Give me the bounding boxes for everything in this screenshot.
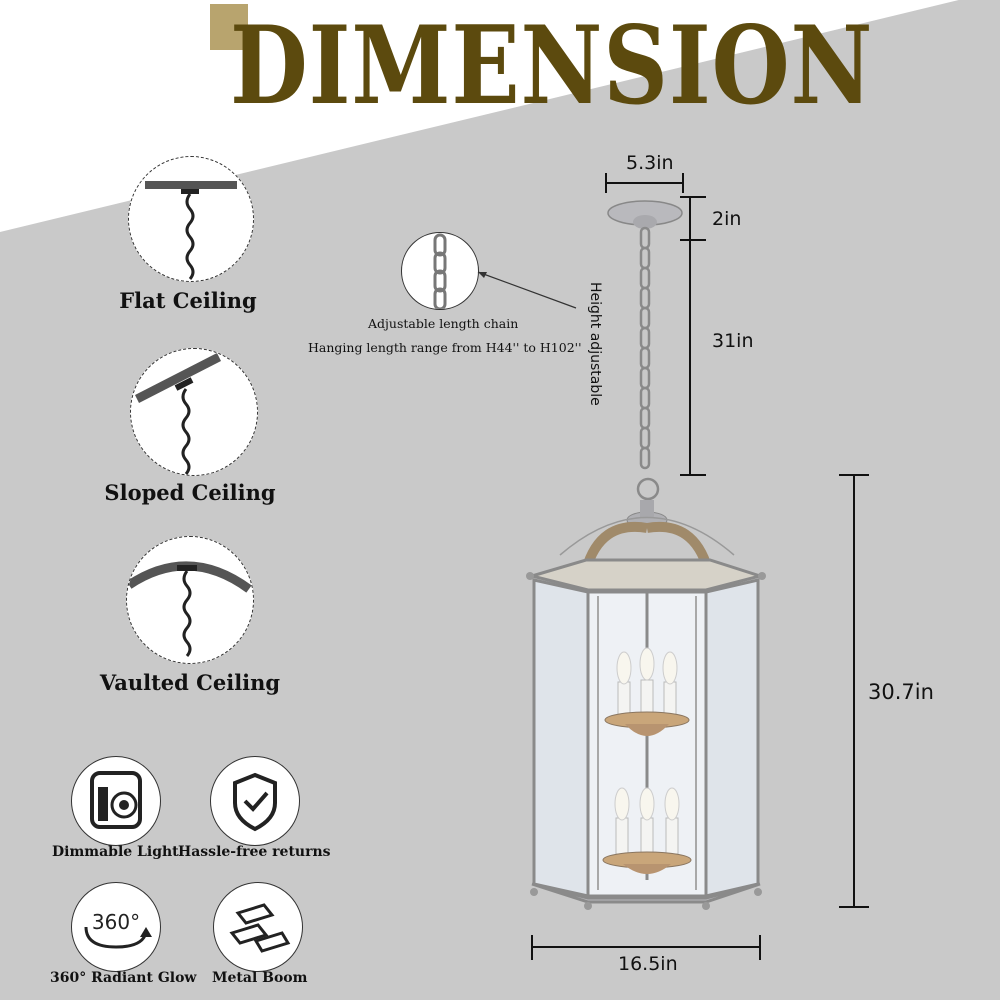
flat-ceiling-icon — [128, 156, 254, 282]
dimmable-light-label: Dimmable Light — [52, 844, 179, 860]
chain-note-line1: Adjustable length chain — [368, 316, 519, 331]
body-width-dimension: 16.5in — [618, 953, 678, 975]
chain-zoom-icon — [401, 232, 479, 310]
vaulted-ceiling-icon — [126, 536, 254, 664]
metal-bars-icon — [213, 882, 303, 972]
chain-note-line2: Hanging length range from H44'' to H102'… — [308, 340, 582, 355]
shield-check-icon — [210, 756, 300, 846]
rotate-360-text: 360° — [92, 910, 140, 934]
sloped-ceiling-icon — [130, 348, 258, 476]
title-block: DIMENSION — [210, 4, 990, 134]
vaulted-ceiling-label: Vaulted Ceiling — [99, 670, 281, 695]
radiant-glow-label: 360° Radiant Glow — [50, 970, 197, 986]
page-title: DIMENSION — [230, 3, 874, 129]
metal-boom-label: Metal Boom — [212, 970, 308, 986]
rotate-360-icon: 360° — [71, 882, 161, 972]
canopy-height-dimension: 2in — [712, 208, 742, 230]
flat-ceiling-label: Flat Ceiling — [119, 288, 257, 313]
body-height-dimension: 30.7in — [868, 680, 934, 704]
hassle-free-label: Hassle-free returns — [178, 844, 331, 860]
sloped-ceiling-label: Sloped Ceiling — [104, 480, 276, 505]
dimmer-switch-icon — [71, 756, 161, 846]
title-accent-square — [210, 4, 248, 50]
chain-length-dimension: 31in — [712, 330, 754, 352]
canopy-width-dimension: 5.3in — [626, 152, 674, 174]
